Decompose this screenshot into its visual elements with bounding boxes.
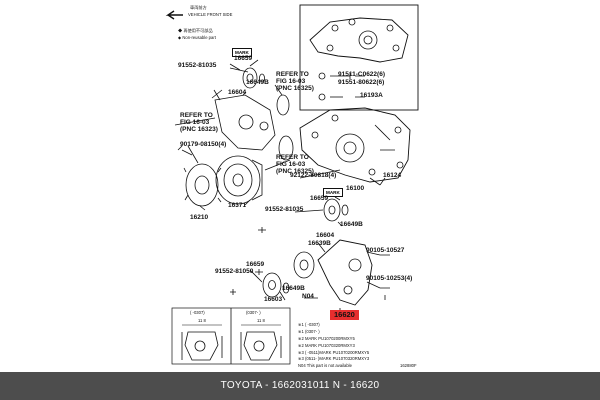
refer-1-line1: REFER TO — [276, 71, 309, 78]
note-5: ※3 ( -0511)MARK PU1070200RMXY5 — [298, 350, 370, 355]
note-2: ※1 (0307- ) — [298, 329, 320, 334]
refer-1-line2: FIG 16-03 — [276, 78, 306, 85]
callout-16620-highlighted[interactable]: 16620 — [330, 310, 359, 320]
note-6: ※3 (0511- )MARK PU1070320RMXY3 — [298, 356, 370, 361]
refer-1-line3: (PNC 16325) — [276, 85, 314, 92]
callout-90179-08150: 90179-08150(4) — [180, 141, 227, 148]
mark-label-middle: MARK — [323, 188, 343, 197]
callout-16659-top: 16659 — [234, 55, 253, 62]
refer-2-line2: FIG 16-03 — [180, 119, 210, 126]
refer-2-line1: REFER TO — [180, 112, 213, 119]
refer-3-line2: FIG 16-03 — [276, 161, 306, 168]
note-7: N04 This part is not available — [298, 363, 352, 368]
callout-91552-81035-top: 91552-81035 — [178, 62, 217, 69]
callout-91552-81035-middle: 91552-81035 — [265, 206, 304, 213]
callout-16639B: 16639B — [308, 240, 331, 247]
figure-number: 162880F — [400, 363, 417, 368]
water-pump-outline — [299, 107, 411, 183]
callout-16100: 16100 — [346, 185, 365, 192]
part-number-footer: TOYOTA - 1662031011 N - 16620 — [0, 372, 600, 400]
parts-diagram: 車両前方 VEHICLE FRONT SIDE ◆ 再使用不可部品 ◆ Non-… — [165, 4, 419, 368]
callout-16604-top: 16604 — [228, 89, 247, 96]
inset-right-dim: 11 8 — [257, 318, 265, 323]
callout-92122-80818: 92122-80818(4) — [290, 172, 337, 179]
legend-front-jp: 車両前方 — [190, 5, 207, 10]
callout-90105-10253: 90105-10253(4) — [366, 275, 413, 282]
inset-left-dim: 11 8 — [198, 318, 206, 323]
callout-90105-10527: 90105-10527 — [366, 247, 405, 254]
callout-16210: 16210 — [190, 214, 209, 221]
note-4: ※2 MARK PU1070320RMXY3 — [298, 343, 355, 348]
callout-91511-C0622: 91511-C0622(6) — [338, 71, 385, 78]
note-1: ※1 ( -0307) — [298, 322, 320, 327]
callout-16659-middle: 16659 — [310, 195, 329, 202]
mark-label-top: MARK — [232, 48, 252, 57]
callout-16649B-lower: 16649B — [282, 285, 305, 292]
legend-front-en: VEHICLE FRONT SIDE — [188, 12, 233, 17]
callout-N04: N04 — [302, 293, 314, 300]
callout-16659-lower: 16659 — [246, 261, 265, 268]
refer-3-line3: (PNC 16325) — [276, 168, 314, 175]
callout-16649B-middle: 16649B — [340, 221, 363, 228]
tensioner-outline — [317, 239, 373, 306]
inset-left-range: ( -0307) — [190, 310, 205, 315]
callout-16371: 16371 — [228, 202, 247, 209]
refer-3-line1: REFER TO — [276, 154, 309, 161]
front-arrow-icon — [165, 10, 183, 20]
callout-16649B-top: 16649B — [246, 79, 269, 86]
callout-91551-80622: 91551-80622(6) — [338, 79, 385, 86]
callout-16604-middle: 16604 — [316, 232, 335, 239]
legend-nonreuse-jp: ◆ 再使用不可部品 — [178, 28, 213, 33]
callout-91552-81050: 91552-81050 — [215, 268, 254, 275]
inset-right-range: (0307- ) — [246, 310, 261, 315]
note-3: ※2 MARK PU1070200RMXY5 — [298, 336, 355, 341]
detail-box — [299, 4, 419, 111]
callout-16124: 16124 — [383, 172, 402, 179]
diagram-drawing — [165, 4, 419, 365]
legend-nonreuse-en: ◆ Non-reusable part — [178, 35, 216, 40]
callout-16603: 16603 — [264, 296, 283, 303]
refer-2-line3: (PNC 16323) — [180, 126, 218, 133]
callout-16193A: 16193A — [360, 92, 383, 99]
